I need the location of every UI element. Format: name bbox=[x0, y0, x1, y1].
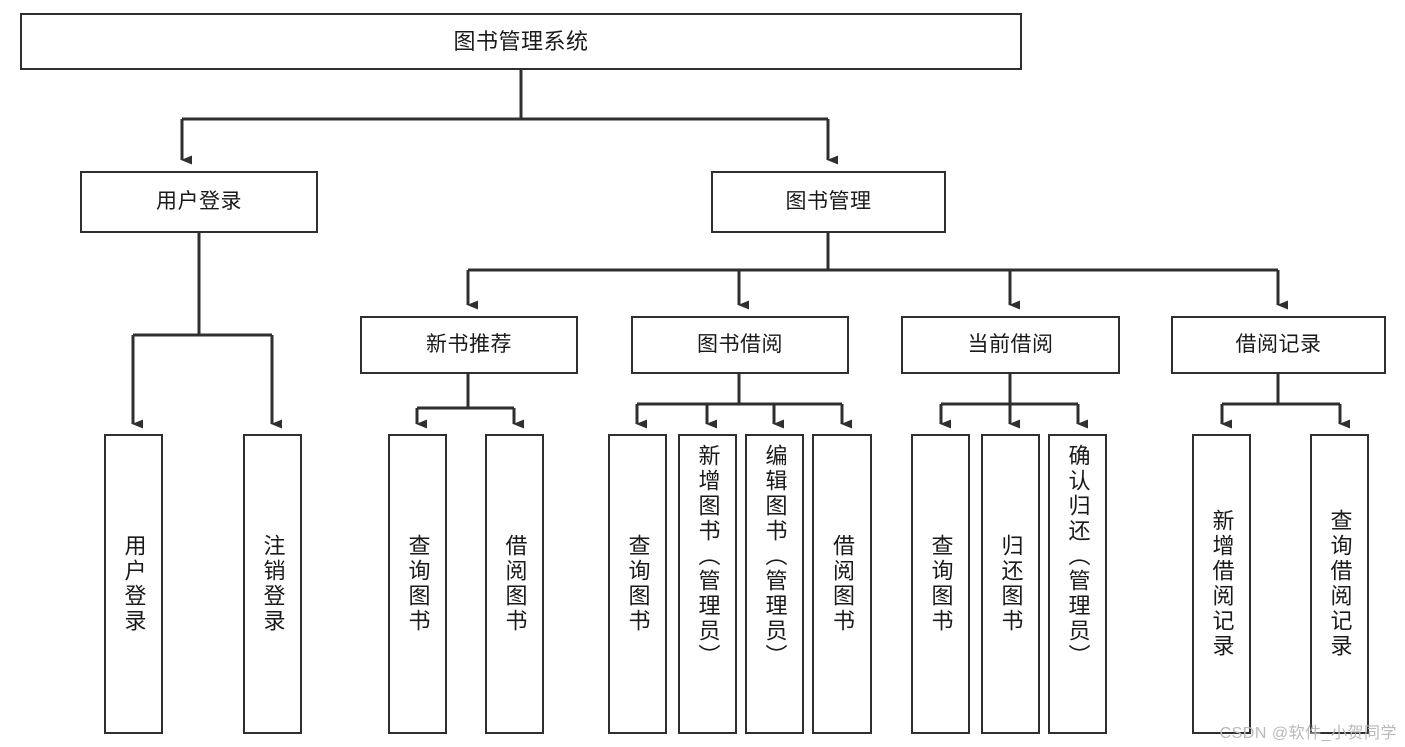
leaf-edit-book-admin[interactable]: 编辑图书（管理员） bbox=[745, 434, 804, 734]
leaf-query-books-current[interactable]: 查询图书 bbox=[911, 434, 970, 734]
node-label: 借阅图书 bbox=[502, 534, 528, 634]
leaf-user-login[interactable]: 用户登录 bbox=[104, 434, 163, 734]
node-label: 查询图书 bbox=[405, 534, 431, 634]
node-root-system[interactable]: 图书管理系统 bbox=[20, 13, 1022, 70]
node-book-management[interactable]: 图书管理 bbox=[711, 171, 946, 233]
leaf-add-book-admin[interactable]: 新增图书（管理员） bbox=[678, 434, 737, 734]
node-label: 新增借阅记录 bbox=[1209, 509, 1235, 659]
leaf-query-books-recommend[interactable]: 查询图书 bbox=[388, 434, 447, 734]
node-new-book-recommend[interactable]: 新书推荐 bbox=[360, 316, 578, 374]
node-label: 借阅记录 bbox=[1235, 332, 1322, 356]
node-label: 查询图书 bbox=[928, 534, 954, 634]
node-current-borrow[interactable]: 当前借阅 bbox=[901, 316, 1120, 374]
node-label: 新增图书（管理员） bbox=[695, 444, 721, 669]
node-label: 用户登录 bbox=[156, 189, 242, 213]
leaf-return-books[interactable]: 归还图书 bbox=[981, 434, 1040, 734]
node-user-login[interactable]: 用户登录 bbox=[80, 171, 318, 233]
leaf-query-borrow-record[interactable]: 查询借阅记录 bbox=[1310, 434, 1369, 734]
node-label: 确认归还（管理员） bbox=[1065, 444, 1091, 669]
node-label: 注销登录 bbox=[260, 534, 286, 634]
node-label: 图书管理 bbox=[785, 189, 872, 213]
leaf-borrow-books-recommend[interactable]: 借阅图书 bbox=[485, 434, 544, 734]
node-label: 查询图书 bbox=[625, 534, 651, 634]
leaf-confirm-return-admin[interactable]: 确认归还（管理员） bbox=[1048, 434, 1107, 734]
leaf-logout[interactable]: 注销登录 bbox=[243, 434, 302, 734]
node-label: 用户登录 bbox=[121, 534, 147, 634]
node-label: 图书借阅 bbox=[697, 332, 783, 356]
node-label: 归还图书 bbox=[998, 534, 1024, 634]
leaf-add-borrow-record[interactable]: 新增借阅记录 bbox=[1192, 434, 1251, 734]
node-label: 借阅图书 bbox=[830, 534, 855, 634]
leaf-query-books[interactable]: 查询图书 bbox=[608, 434, 667, 734]
node-book-borrow[interactable]: 图书借阅 bbox=[631, 316, 849, 374]
node-label: 新书推荐 bbox=[426, 332, 512, 356]
node-borrow-record[interactable]: 借阅记录 bbox=[1171, 316, 1386, 374]
watermark-text: CSDN @软件_小贺同学 bbox=[1219, 725, 1397, 742]
node-label: 图书管理系统 bbox=[453, 28, 589, 54]
leaf-borrow-books[interactable]: 借阅图书 bbox=[812, 434, 872, 734]
node-label: 当前借阅 bbox=[967, 332, 1054, 356]
node-label: 编辑图书（管理员） bbox=[762, 444, 788, 669]
node-label: 查询借阅记录 bbox=[1327, 509, 1353, 659]
